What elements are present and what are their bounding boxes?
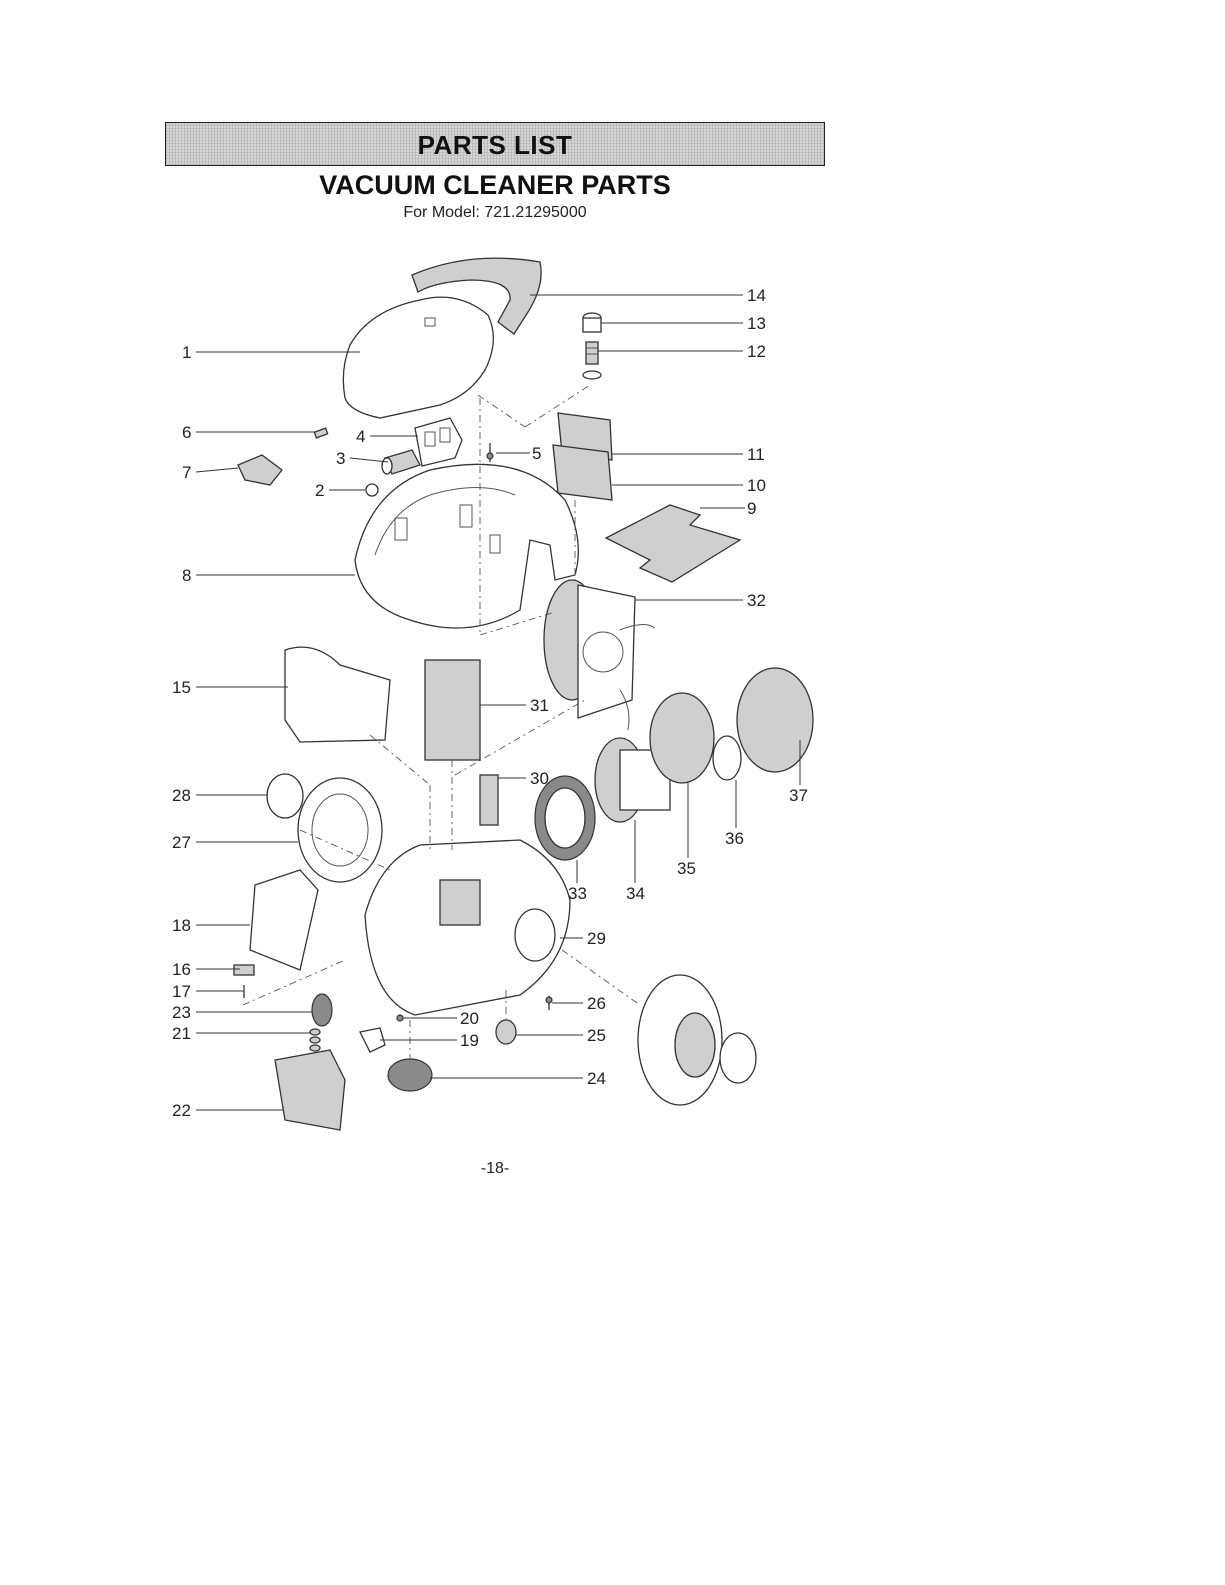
part-bag-holder — [285, 647, 390, 742]
callout-12: 12 — [747, 342, 766, 361]
part-rear-cover-ring — [638, 975, 756, 1105]
callout-14: 14 — [747, 286, 766, 305]
callout-2: 2 — [315, 481, 324, 500]
callout-30: 30 — [530, 769, 549, 788]
part-screw-bottom — [546, 996, 552, 1010]
callout-17: 17 — [172, 982, 191, 1001]
callout-31: 31 — [530, 696, 549, 715]
part-motor-filter — [650, 693, 714, 783]
callout-8: 8 — [182, 566, 191, 585]
part-circuit-board — [480, 775, 498, 825]
part-catch — [234, 965, 254, 975]
part-base-housing — [365, 840, 570, 1015]
callout-26: 26 — [587, 994, 606, 1013]
part-retainer — [713, 736, 741, 780]
part-small-wheel — [496, 1020, 516, 1044]
part-tray-filter — [606, 505, 740, 582]
callout-18: 18 — [172, 916, 191, 935]
callout-5: 5 — [532, 444, 541, 463]
callout-25: 25 — [587, 1026, 606, 1045]
part-upper-housing — [355, 464, 578, 628]
callout-15: 15 — [172, 678, 191, 697]
callout-11: 11 — [747, 445, 765, 464]
callout-13: 13 — [747, 314, 766, 333]
part-front-wheel — [312, 994, 332, 1026]
callout-36: 36 — [725, 829, 744, 848]
callout-7: 7 — [182, 463, 191, 482]
part-springs — [310, 1029, 320, 1051]
part-exhaust-filter — [737, 668, 813, 772]
part-caster — [388, 1059, 432, 1091]
part-screw-small — [397, 1015, 403, 1021]
part-wheel-hub — [267, 774, 303, 818]
callout-22: 22 — [172, 1101, 191, 1120]
callout-28: 28 — [172, 786, 191, 805]
callout-33: 33 — [568, 884, 587, 903]
callout-21: 21 — [172, 1024, 191, 1043]
page-number: -18- — [465, 1160, 525, 1178]
part-ring — [366, 484, 378, 496]
part-cord-reel — [544, 580, 655, 730]
part-rear-wheel — [298, 778, 382, 882]
part-front-cover — [275, 1050, 345, 1130]
callout-16: 16 — [172, 960, 191, 979]
part-screw-top — [487, 443, 493, 462]
callout-27: 27 — [172, 833, 191, 852]
part-filters-top — [553, 413, 612, 500]
callout-9: 9 — [747, 499, 756, 518]
callout-1: 1 — [182, 343, 191, 362]
part-small-spring — [314, 428, 327, 438]
part-bag-door — [250, 870, 318, 970]
callout-10: 10 — [747, 476, 766, 495]
callout-32: 32 — [747, 591, 766, 610]
callout-24: 24 — [587, 1069, 606, 1088]
callout-23: 23 — [172, 1003, 191, 1022]
callout-19: 19 — [460, 1031, 479, 1050]
callout-20: 20 — [460, 1009, 479, 1028]
part-top-cover — [343, 297, 493, 418]
callout-4: 4 — [356, 427, 365, 446]
callout-6: 6 — [182, 423, 191, 442]
callout-3: 3 — [336, 449, 345, 468]
part-clip — [238, 455, 282, 485]
callout-37: 37 — [789, 786, 808, 805]
part-knob — [583, 313, 601, 379]
callout-29: 29 — [587, 929, 606, 948]
callout-34: 34 — [626, 884, 645, 903]
part-mesh-filter — [425, 660, 480, 760]
part-latch-bracket — [415, 418, 462, 466]
callout-35: 35 — [677, 859, 696, 878]
